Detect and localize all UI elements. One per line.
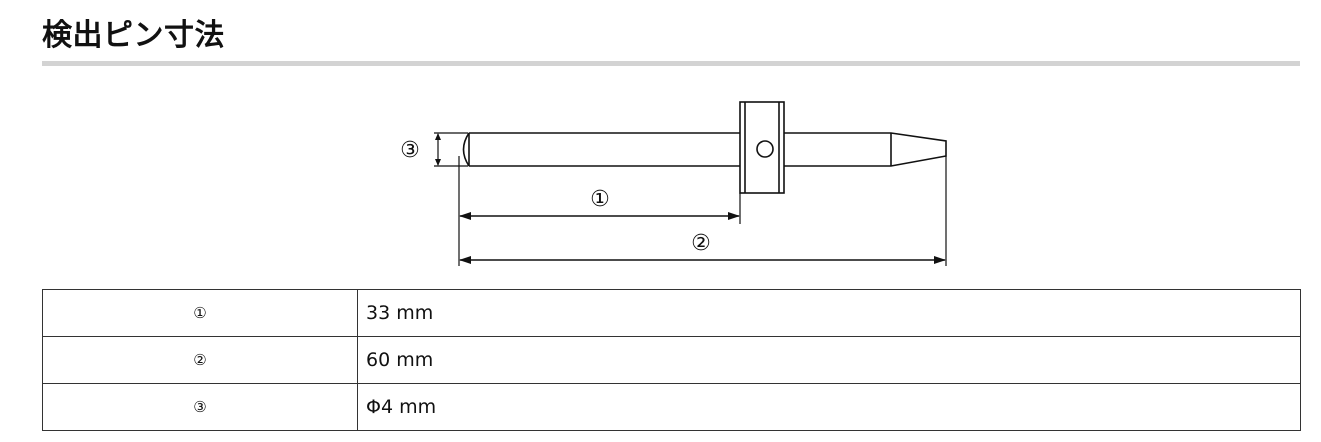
dimension-label-3: ③ bbox=[400, 138, 420, 163]
pin-collar bbox=[739, 101, 785, 194]
pin-diagram-svg: ① ② ③ bbox=[400, 101, 947, 266]
table-row: ② 60 mm bbox=[42, 336, 1301, 384]
table-key-cell: ① bbox=[42, 289, 358, 337]
table-value-cell: Φ4 mm bbox=[357, 383, 1301, 431]
table-row: ① 33 mm bbox=[42, 289, 1301, 337]
pin-tip bbox=[784, 132, 947, 167]
table-key-cell: ③ bbox=[42, 383, 358, 431]
extension-lines bbox=[434, 132, 947, 266]
title-divider bbox=[42, 61, 1300, 66]
dimension-label-2: ② bbox=[691, 231, 711, 256]
pin-shaft bbox=[462, 132, 740, 167]
table-value-cell: 60 mm bbox=[357, 336, 1301, 384]
table-value-cell: 33 mm bbox=[357, 289, 1301, 337]
table-row: ③ Φ4 mm bbox=[42, 383, 1301, 431]
dimension-label-1: ① bbox=[590, 187, 610, 212]
table-key-cell: ② bbox=[42, 336, 358, 384]
pin-diagram: ① ② ③ bbox=[380, 96, 960, 272]
dimension-table: ① 33 mm ② 60 mm ③ Φ4 mm bbox=[42, 289, 1301, 431]
page-title: 検出ピン寸法 bbox=[42, 18, 225, 53]
